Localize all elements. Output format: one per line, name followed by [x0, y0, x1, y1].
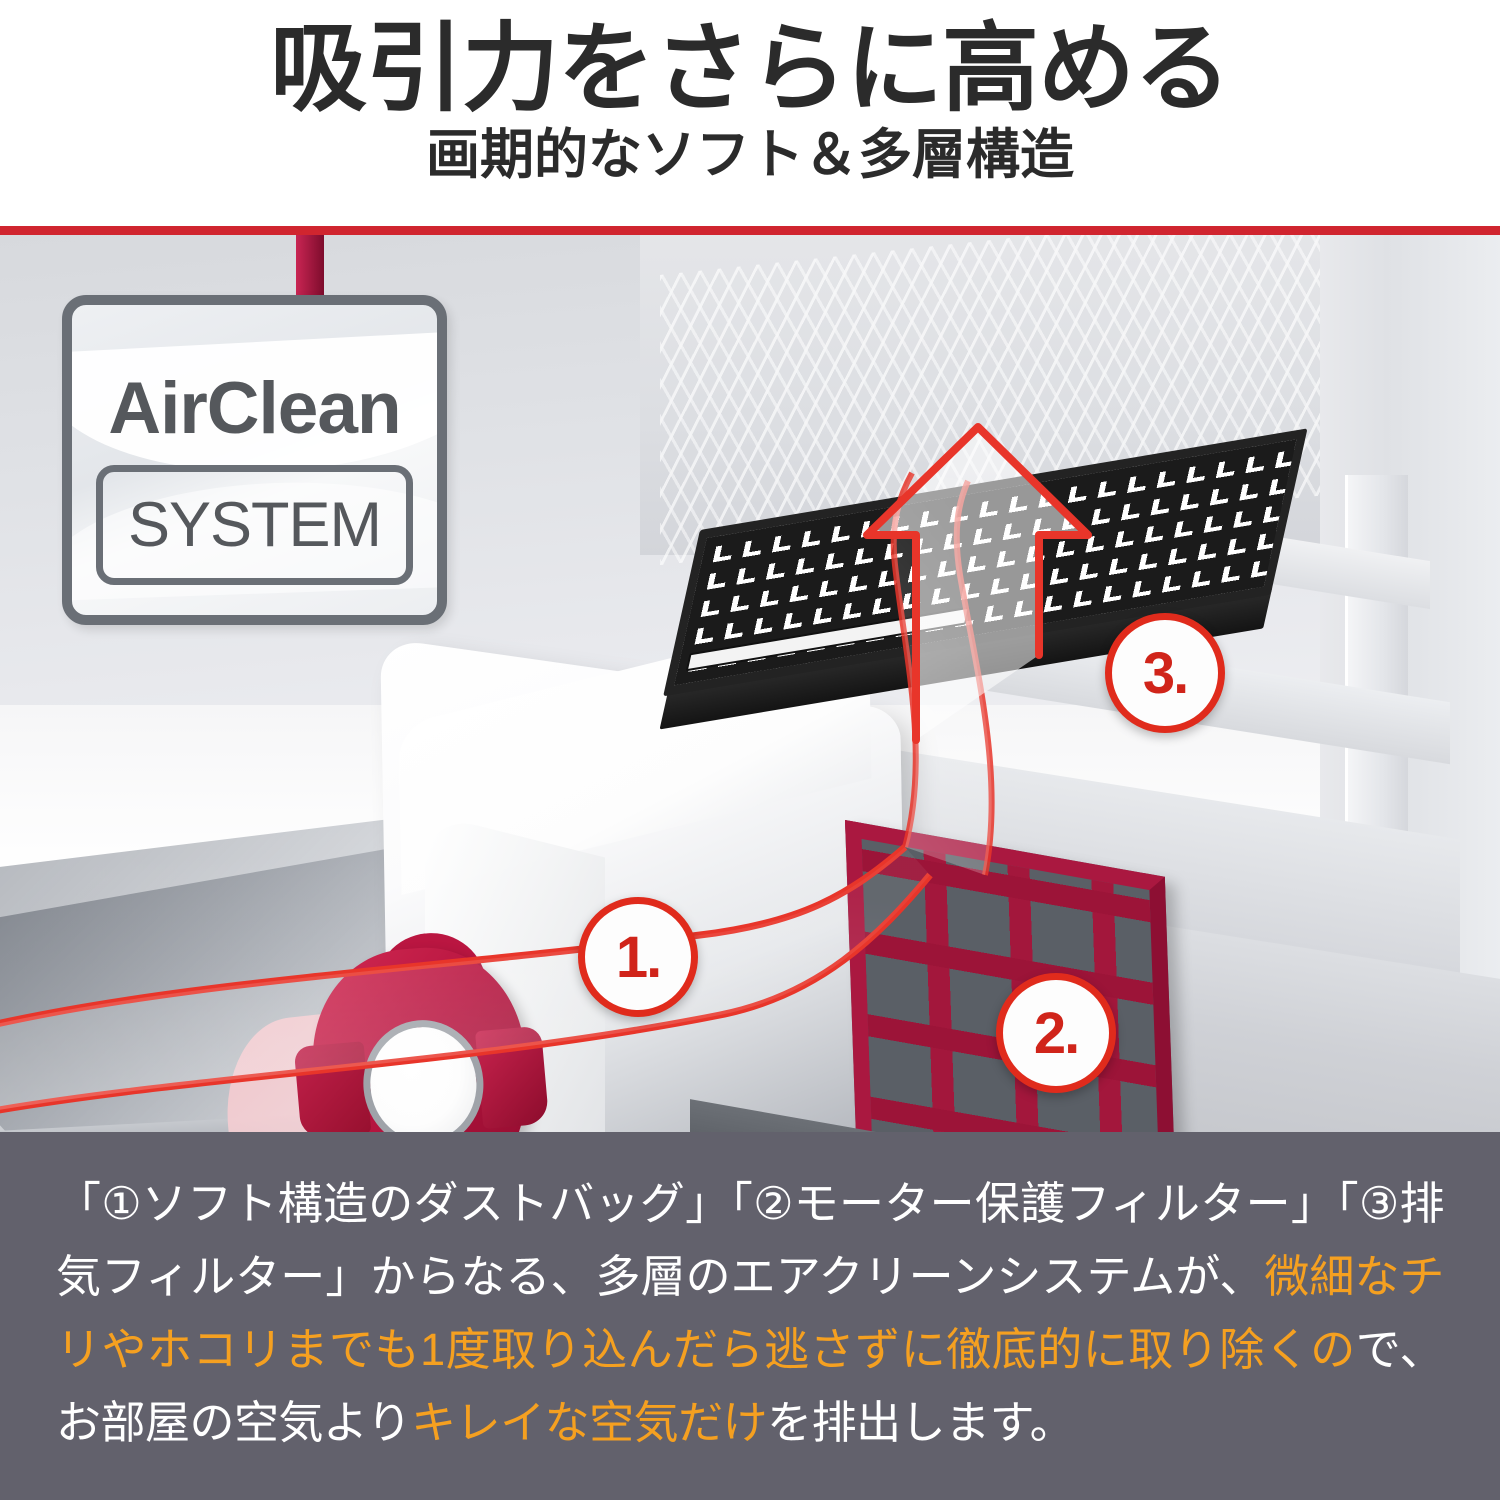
dust-bag-collar	[285, 928, 566, 1132]
callout-3-label: 3.	[1142, 640, 1189, 706]
caption-segment-3: で、お部屋の空気より	[56, 1323, 1445, 1448]
airclean-system-badge: AirClean SYSTEM	[62, 295, 447, 625]
callout-2-label: 2.	[1033, 1000, 1080, 1066]
header-banner: 吸引力をさらに高める 画期的なソフト＆多層構造	[0, 0, 1500, 232]
collar-tab-left	[293, 1041, 372, 1132]
caption-segment-1: 「①ソフト構造のダストバッグ」「②モーター保護フィルター」「③排気フィルター」か…	[56, 1178, 1445, 1302]
callout-marker-1[interactable]: 1.	[578, 897, 698, 1017]
callout-marker-3[interactable]: 3.	[1105, 613, 1225, 733]
callout-marker-2[interactable]: 2.	[996, 973, 1116, 1093]
badge-system-box: SYSTEM	[96, 465, 413, 585]
badge-system-label: SYSTEM	[127, 489, 382, 560]
collar-tab-right	[474, 1025, 550, 1130]
header-divider-rule	[0, 226, 1500, 235]
caption-segment-5: を排出します。	[767, 1396, 1075, 1448]
page-title: 吸引力をさらに高める	[270, 14, 1231, 123]
caption-band: 「①ソフト構造のダストバッグ」「②モーター保護フィルター」「③排気フィルター」か…	[0, 1132, 1500, 1500]
callout-1-label: 1.	[615, 924, 662, 990]
badge-brand-name: AirClean	[108, 368, 401, 449]
caption-text: 「①ソフト構造のダストバッグ」「②モーター保護フィルター」「③排気フィルター」か…	[56, 1168, 1445, 1460]
caption-segment-4-highlight: キレイな空気だけ	[411, 1396, 768, 1448]
product-diagram-photo: 1. 2. 3. AirClean SYSTEM	[0, 235, 1500, 1132]
caption-segment-2-highlight: 微細なチリやホコリまでも1度取り込んだら逃さずに徹底的に取り除くの	[56, 1250, 1445, 1375]
motor-filter-horizontal-bars	[861, 838, 1162, 1132]
page-subtitle: 画期的なソフト＆多層構造	[426, 124, 1074, 185]
